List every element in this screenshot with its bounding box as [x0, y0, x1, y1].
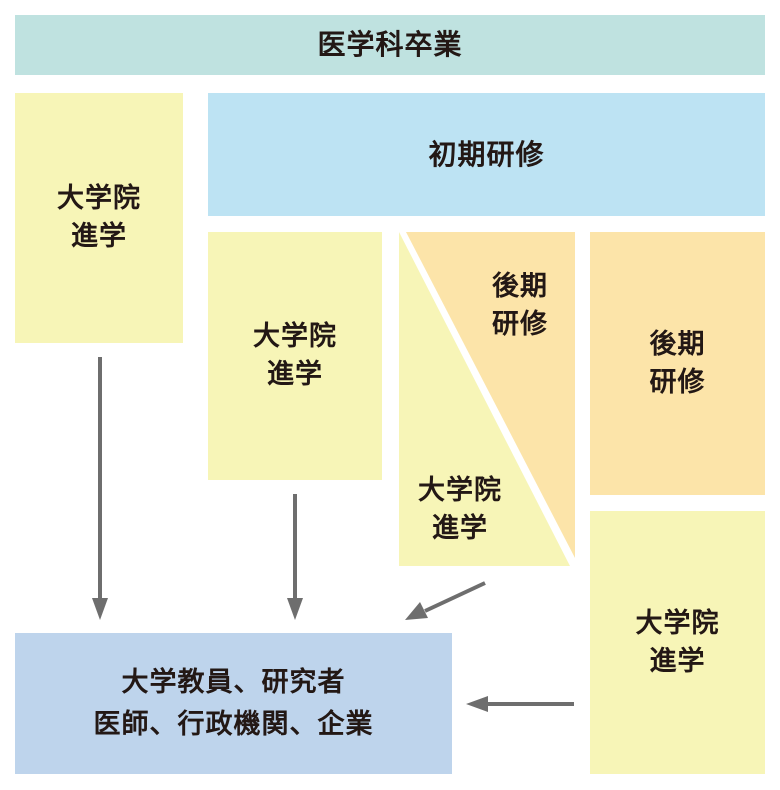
arrow-path1: [92, 357, 108, 620]
grad-school-label-path2: 大学院 進学: [253, 321, 337, 390]
late-training-label-path3: 後期 研修: [492, 271, 548, 340]
late-training-box-path4: 後期 研修: [590, 232, 765, 495]
career-label: 大学教員、研究者 医師、行政機関、企業: [93, 666, 374, 740]
grad-school-label-path3: 大学院 進学: [418, 475, 502, 544]
initial-training-box: 初期研修: [208, 93, 765, 216]
initial-training-label: 初期研修: [428, 137, 545, 171]
grad-school-triangle-path3: [399, 232, 570, 566]
arrow-path4: [466, 696, 574, 712]
grad-school-box-path4: 大学院 進学: [590, 511, 765, 774]
grad-school-box-path2: 大学院 進学: [208, 232, 382, 480]
graduation-label: 医学科卒業: [317, 28, 463, 61]
career-box: 大学教員、研究者 医師、行政機関、企業: [15, 633, 452, 774]
graduation-box: 医学科卒業: [15, 15, 765, 75]
arrow-path3: [405, 581, 486, 620]
grad-school-label-path4: 大学院 進学: [635, 607, 720, 677]
arrow-path2: [287, 494, 303, 620]
grad-school-label-path1: 大学院 進学: [57, 183, 141, 252]
late-training-label-path4: 後期 研修: [649, 328, 706, 398]
late-training-triangle-path3: [406, 232, 575, 558]
grad-school-box-path1: 大学院 進学: [15, 93, 183, 343]
